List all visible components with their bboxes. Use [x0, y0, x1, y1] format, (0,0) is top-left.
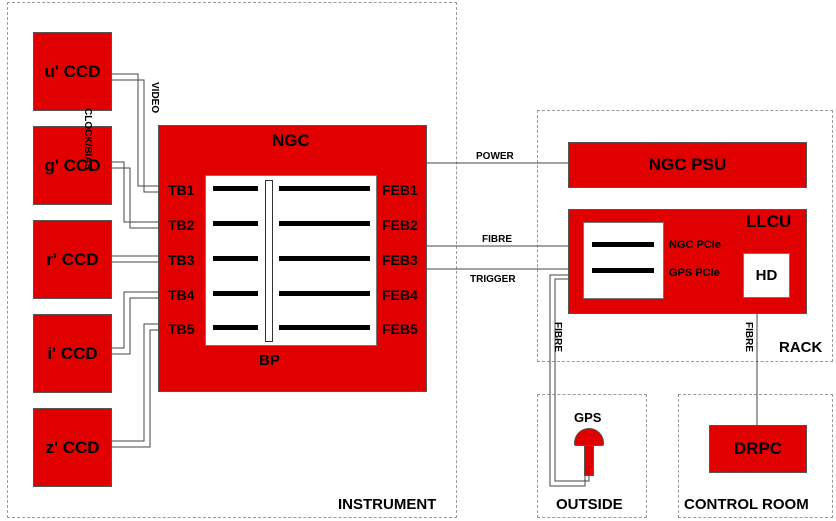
instrument-region — [7, 2, 457, 518]
control-room-label: CONTROL ROOM — [684, 496, 809, 513]
feb4-board — [279, 291, 370, 296]
cable-g-tb2-a — [112, 161, 170, 223]
tb1-board — [213, 186, 258, 191]
tb2-board — [213, 221, 258, 226]
feb5-label: FEB5 — [382, 321, 418, 337]
feb1-label: FEB1 — [382, 182, 418, 198]
gps-antenna-icon — [574, 428, 604, 476]
llcu-pcie-panel — [583, 222, 664, 299]
ccd-i: i' CCD — [33, 314, 112, 393]
fibre-link-label: FIBRE — [482, 234, 512, 245]
ngc-psu-label: NGC PSU — [648, 155, 727, 174]
cable-i-tb4-b — [112, 297, 170, 355]
fibre-gps-label: FIBRE — [552, 322, 563, 352]
power-link-label: POWER — [476, 151, 514, 162]
ccd-i-label: i' CCD — [47, 343, 98, 363]
ccd-r: r' CCD — [33, 220, 112, 299]
video-label: VIDEO — [149, 82, 160, 114]
cable-u-tb1-b — [112, 79, 170, 193]
cable-g-tb2-b — [112, 167, 170, 229]
ngc-psu-box: NGC PSU — [568, 142, 807, 188]
control-room-region — [678, 394, 833, 518]
tb4-board — [213, 291, 258, 296]
feb3-board — [279, 256, 370, 261]
cable-i-tb4-a — [112, 291, 170, 349]
fibre-gps-line-b — [554, 278, 590, 482]
cable-u-tb1-a — [112, 73, 170, 187]
tb3-board — [213, 256, 258, 261]
feb5-board — [279, 325, 370, 330]
tb1-label: TB1 — [168, 182, 195, 198]
ngc-pcie-label: NGC PCIe — [669, 239, 721, 251]
rack-region — [537, 110, 833, 362]
outside-region — [537, 394, 647, 518]
tb4-label: TB4 — [168, 287, 195, 303]
feb1-board — [279, 186, 370, 191]
backplane-label: BP — [259, 352, 280, 369]
hd-label: HD — [755, 267, 778, 284]
ccd-z-label: z' CCD — [45, 437, 100, 457]
feb2-board — [279, 221, 370, 226]
ngc-pcie-card — [592, 242, 654, 247]
instrument-label: INSTRUMENT — [338, 496, 437, 513]
ccd-u-label: u' CCD — [44, 61, 101, 81]
tb3-label: TB3 — [168, 252, 195, 268]
ccd-g-label: g' CCD — [44, 155, 101, 175]
hd-box: HD — [743, 253, 790, 298]
trigger-link-label: TRIGGER — [470, 274, 516, 285]
llcu-title: LLCU — [746, 212, 792, 231]
feb4-label: FEB4 — [382, 287, 418, 303]
drpc-box: DRPC — [709, 425, 807, 473]
clock-bias-label: CLOCK/BIAS — [82, 108, 93, 171]
backplane-strip — [265, 180, 273, 342]
gps-pcie-label: GPS PCIe — [669, 267, 720, 279]
ccd-z: z' CCD — [33, 408, 112, 487]
rack-label: RACK — [779, 339, 823, 356]
fibre-drpc-label: FIBRE — [743, 322, 754, 352]
gps-pcie-card — [592, 268, 654, 273]
gps-label: GPS — [574, 410, 602, 425]
cable-z-tb5-a — [112, 323, 170, 442]
outside-label: OUTSIDE — [556, 496, 623, 513]
tb5-label: TB5 — [168, 321, 195, 337]
ccd-r-label: r' CCD — [46, 249, 99, 269]
drpc-label: DRPC — [733, 439, 783, 458]
feb3-label: FEB3 — [382, 252, 418, 268]
ngc-title: NGC — [272, 131, 310, 150]
tb2-label: TB2 — [168, 217, 195, 233]
tb5-board — [213, 325, 258, 330]
ccd-u: u' CCD — [33, 32, 112, 111]
ccd-g: g' CCD — [33, 126, 112, 205]
feb2-label: FEB2 — [382, 217, 418, 233]
